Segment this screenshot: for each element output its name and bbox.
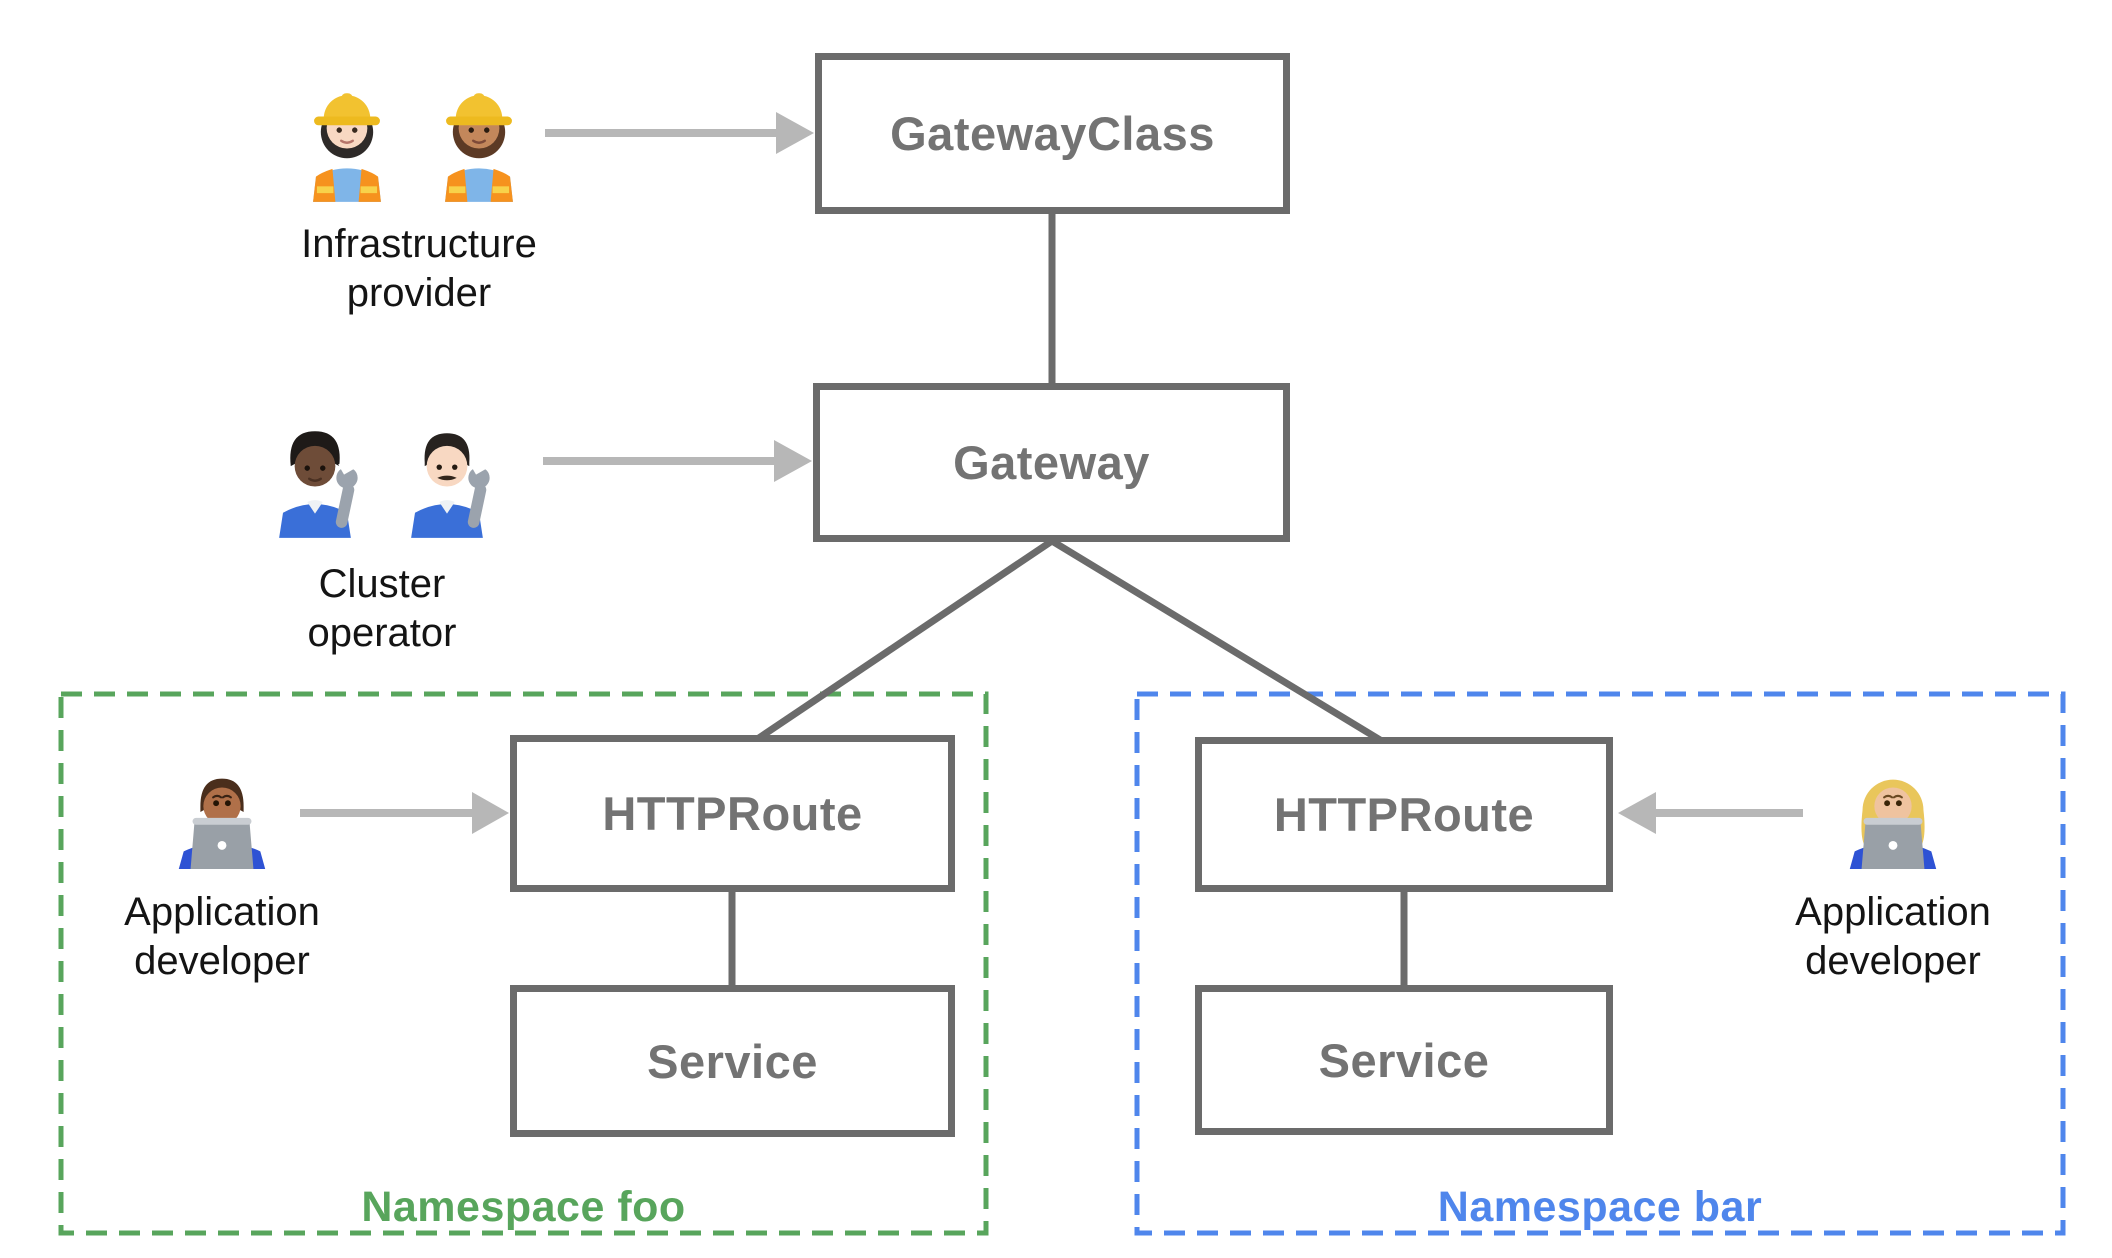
edge-gateway-httproute-foo — [736, 538, 1054, 755]
gateway-node: Gateway — [813, 383, 1290, 542]
namespace-bar-label: Namespace bar — [1437, 1183, 1763, 1231]
arrow-infrastructure-provider-to-gatewayclass — [545, 112, 814, 154]
httproute-foo-node: HTTPRoute — [510, 735, 955, 892]
arrow-cluster-operator-to-gateway — [543, 440, 812, 482]
app-developer-foo-label: Application developer — [124, 890, 320, 983]
edge-gateway-httproute-bar — [1050, 538, 1402, 755]
arrow-app-developer-to-httproute-foo — [300, 792, 509, 834]
woman-technologist-icon — [1849, 779, 1937, 869]
app-developer-bar-figure — [1838, 756, 1948, 872]
service-foo-node: Service — [510, 985, 955, 1137]
httproute-bar-node: HTTPRoute — [1195, 737, 1613, 892]
service-bar-node-label: Service — [1318, 1033, 1490, 1087]
man-mechanic-light-icon — [411, 433, 490, 538]
httproute-foo-node-label: HTTPRoute — [602, 787, 863, 840]
gateway-node-label: Gateway — [953, 436, 1150, 489]
app-developer-foo-figure — [167, 756, 277, 872]
woman-construction-worker-light-icon — [313, 93, 381, 202]
arrow-app-developer-to-httproute-bar — [1618, 792, 1803, 834]
gatewayclass-node: GatewayClass — [815, 53, 1290, 214]
arrow-head — [774, 440, 812, 482]
woman-construction-worker-medium-icon — [445, 93, 513, 202]
infrastructure-provider-label: Infrastructure provider — [301, 222, 537, 315]
infrastructure-provider-figure — [284, 64, 542, 204]
man-technologist-icon — [178, 778, 266, 869]
namespace-foo-label: Namespace foo — [361, 1183, 686, 1231]
service-bar-node: Service — [1195, 985, 1613, 1135]
gatewayclass-node-label: GatewayClass — [890, 107, 1215, 160]
mechanic-dark-icon — [279, 431, 358, 538]
service-foo-node-label: Service — [647, 1034, 818, 1088]
arrow-head — [472, 792, 509, 834]
arrow-head — [1618, 792, 1656, 834]
httproute-bar-node-label: HTTPRoute — [1273, 788, 1535, 841]
app-developer-bar-label: Application developer — [1795, 890, 1991, 983]
cluster-operator-label: Cluster operator — [307, 562, 457, 655]
arrow-head — [776, 112, 814, 154]
cluster-operator-figure — [252, 404, 510, 540]
